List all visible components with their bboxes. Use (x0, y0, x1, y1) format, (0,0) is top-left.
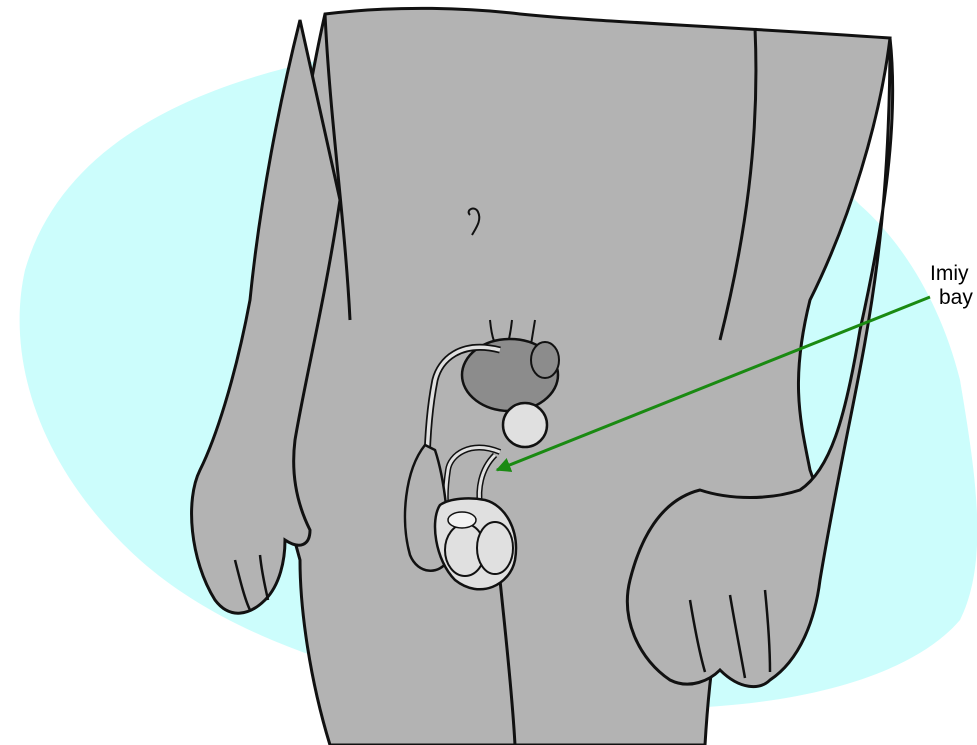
left-finger-lines (233, 554, 270, 611)
annotation-line-2: bay (939, 286, 973, 309)
leg-division (498, 579, 517, 745)
left-arm (190, 19, 342, 615)
navel (467, 207, 481, 236)
annotation-line-1: Imiy (930, 262, 969, 285)
right-arm (625, 37, 895, 689)
organs (403, 319, 560, 591)
left-hip-line (323, 13, 352, 321)
annotation-label: Imiy bay (930, 262, 977, 310)
right-hip-line (718, 27, 758, 341)
pointer-arrow (495, 295, 931, 472)
right-finger-lines (688, 589, 772, 679)
